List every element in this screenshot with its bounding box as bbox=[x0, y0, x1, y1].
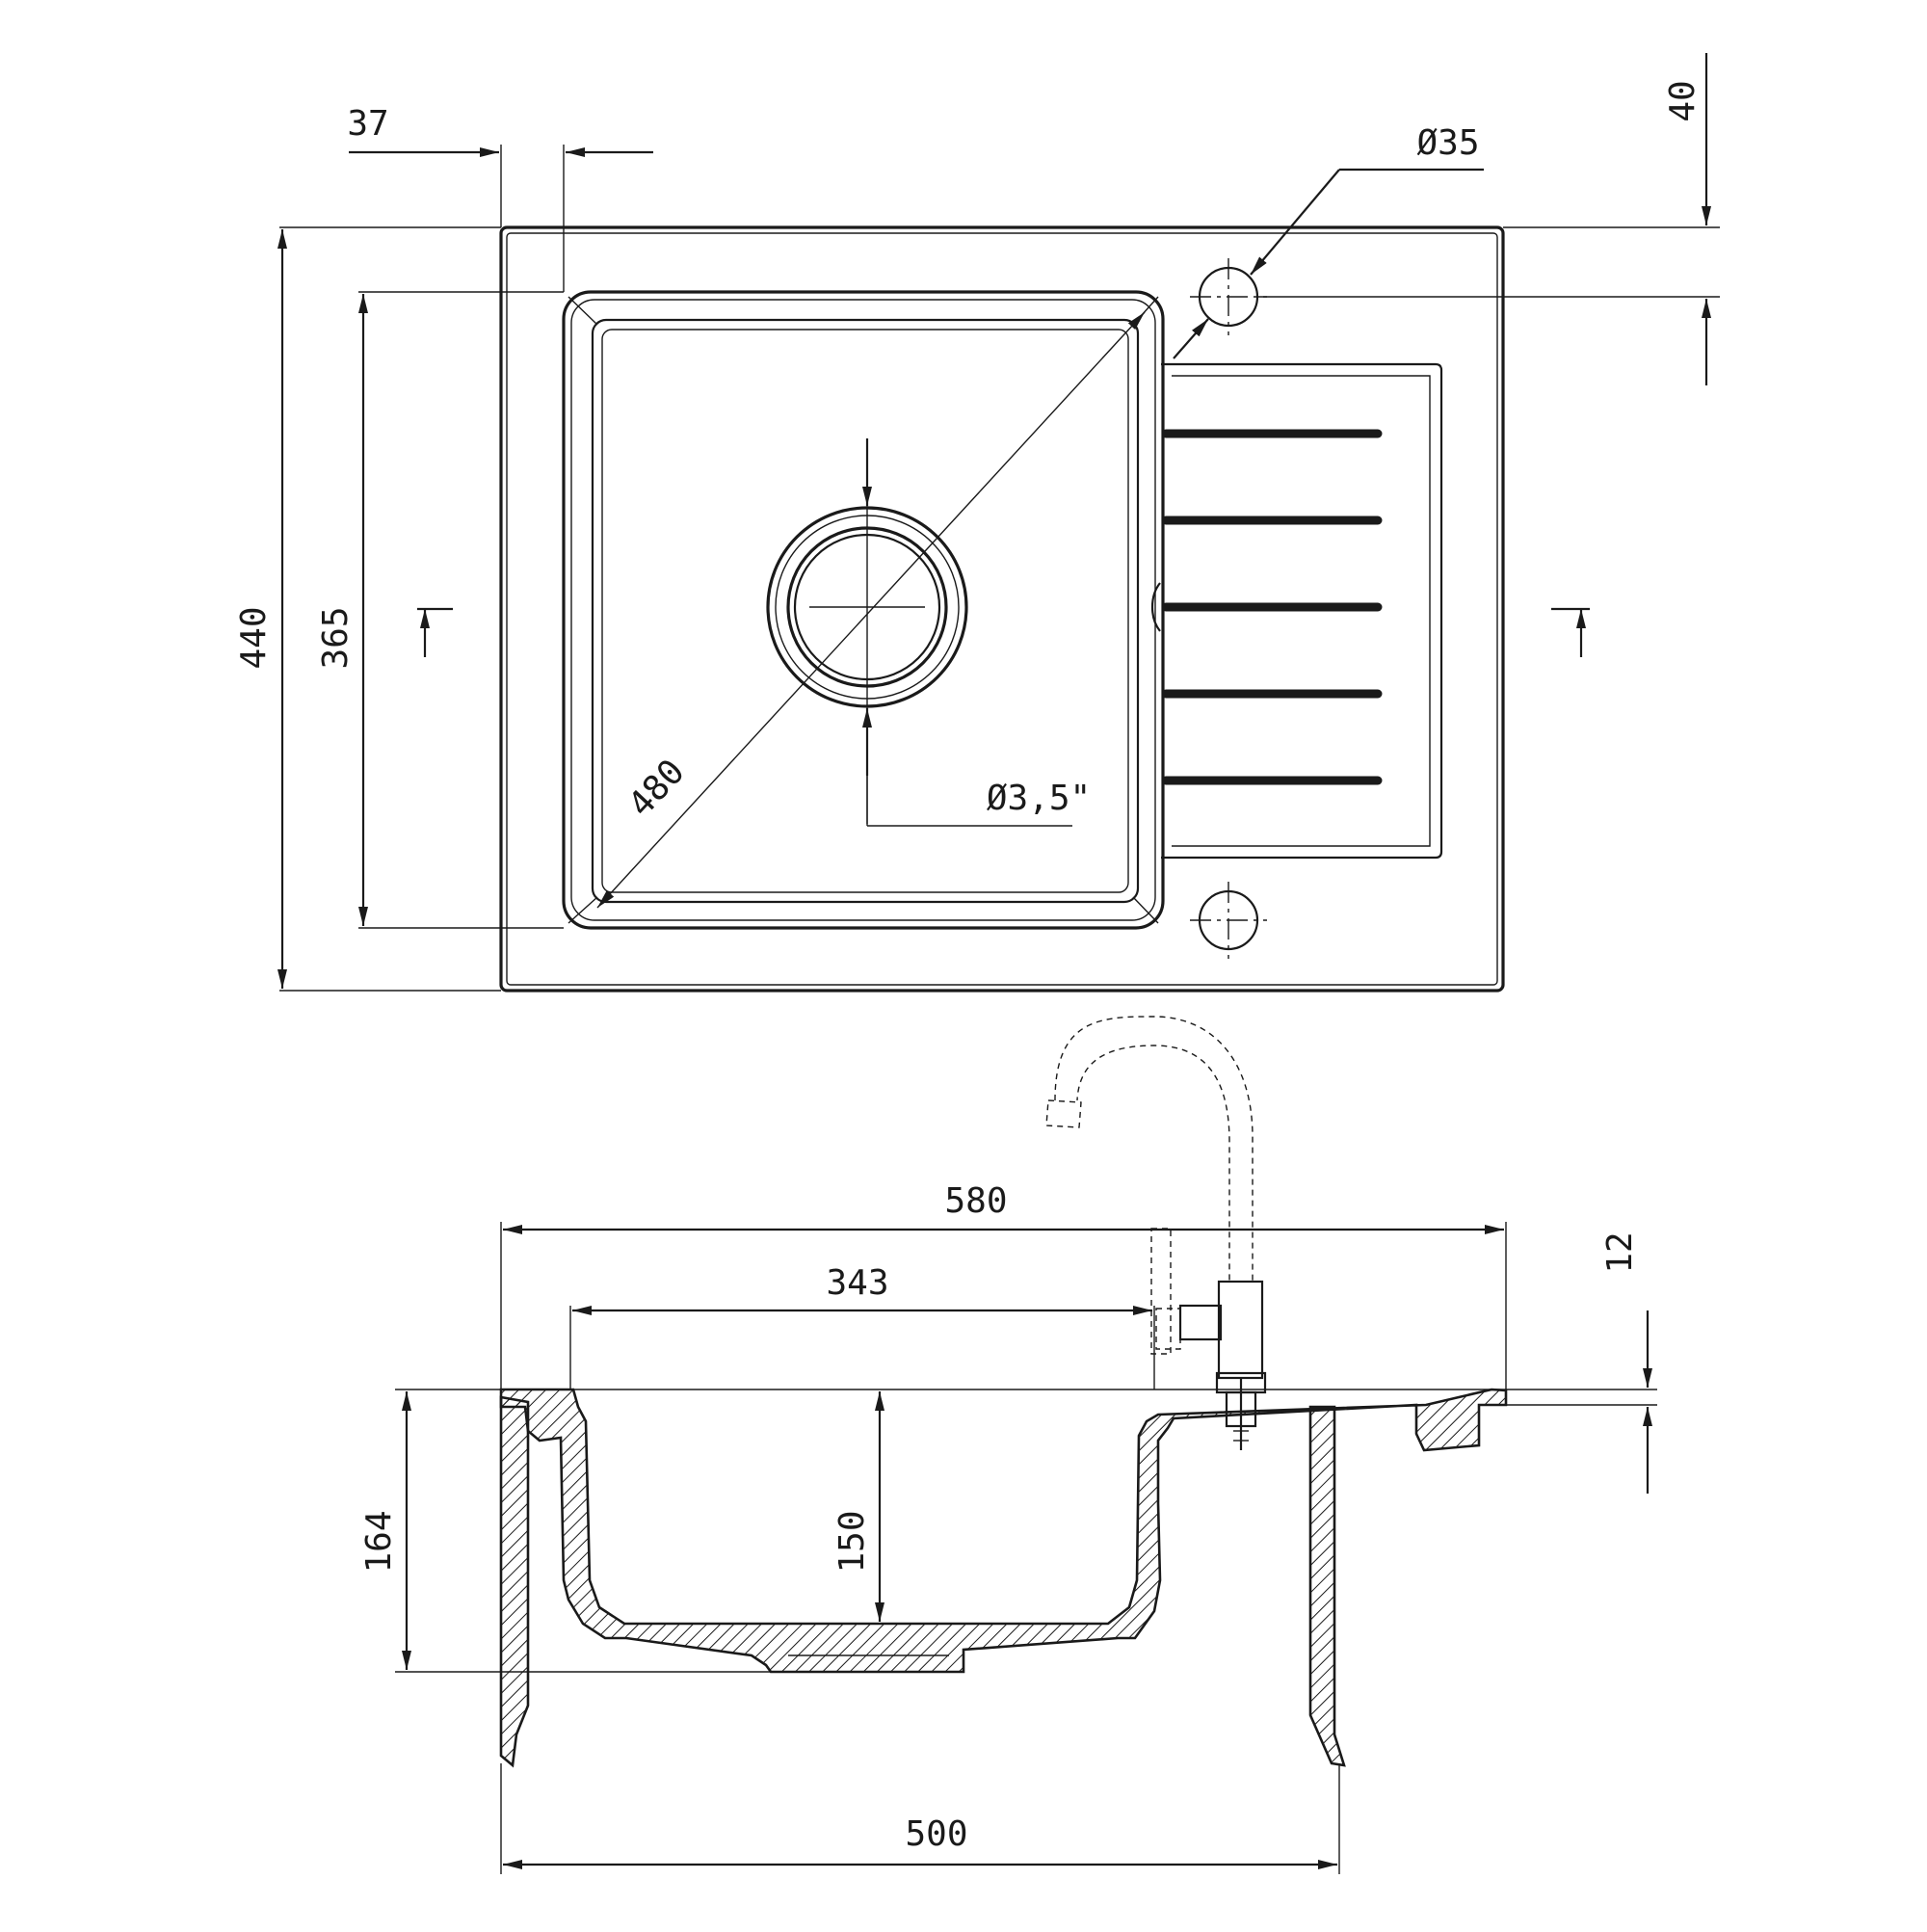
faucet-outline bbox=[1045, 1016, 1267, 1450]
dim-overall-depth: 440 bbox=[234, 226, 501, 992]
dim-overall-depth-label: 440 bbox=[234, 606, 274, 669]
dim-diagonal-label: 480 bbox=[620, 752, 692, 825]
dim-overall-height-label: 164 bbox=[359, 1510, 399, 1573]
tap-hole-bottom bbox=[1190, 882, 1267, 959]
bowl-top bbox=[562, 290, 1165, 930]
dim-cabinet-width-label: 500 bbox=[905, 1814, 967, 1854]
cabinet-wall-left bbox=[499, 1395, 530, 1768]
section-view: 580 343 150 164 12 bbox=[359, 1016, 1657, 1874]
dim-bowl-depth: 365 bbox=[316, 291, 564, 929]
sink-outline bbox=[499, 225, 1505, 992]
dim-overall-height: 164 bbox=[359, 1389, 771, 1673]
dim-drain-diameter: Ø3,5" bbox=[862, 438, 1091, 827]
dim-bowl-depth-label: 365 bbox=[316, 606, 356, 669]
drainer-board bbox=[1150, 362, 1443, 860]
dim-tap-hole-diameter: Ø35 bbox=[1173, 123, 1484, 359]
dim-bowl-width-label: 343 bbox=[826, 1263, 888, 1303]
dim-rim-thickness-label: 12 bbox=[1600, 1231, 1640, 1273]
dim-bowl-offset: 37 bbox=[347, 104, 653, 292]
dim-bowl-height: 150 bbox=[832, 1391, 884, 1622]
top-view: 440 365 37 40 bbox=[234, 53, 1720, 992]
dim-drain-diameter-label: Ø3,5" bbox=[987, 779, 1091, 818]
dim-tap-hole-offset: 40 bbox=[1257, 53, 1720, 385]
dim-rim-thickness: 12 bbox=[1506, 1231, 1657, 1494]
dim-tap-hole-offset-label: 40 bbox=[1663, 80, 1703, 121]
dim-bowl-height-label: 150 bbox=[832, 1510, 872, 1573]
cabinet-wall-right bbox=[1308, 1405, 1346, 1767]
dim-diagonal: 480 bbox=[596, 311, 1146, 909]
dim-bowl-offset-label: 37 bbox=[347, 104, 388, 144]
dim-tap-hole-diameter-label: Ø35 bbox=[1416, 123, 1479, 163]
dim-cabinet-width: 500 bbox=[500, 1763, 1340, 1874]
sink-section bbox=[499, 1388, 1508, 1674]
section-marker-left bbox=[417, 607, 453, 657]
dim-section-overall-width-label: 580 bbox=[944, 1181, 1007, 1221]
dim-section-overall-width: 580 bbox=[500, 1181, 1507, 1389]
dim-bowl-width: 343 bbox=[569, 1263, 1155, 1389]
section-marker-right bbox=[1551, 607, 1590, 657]
